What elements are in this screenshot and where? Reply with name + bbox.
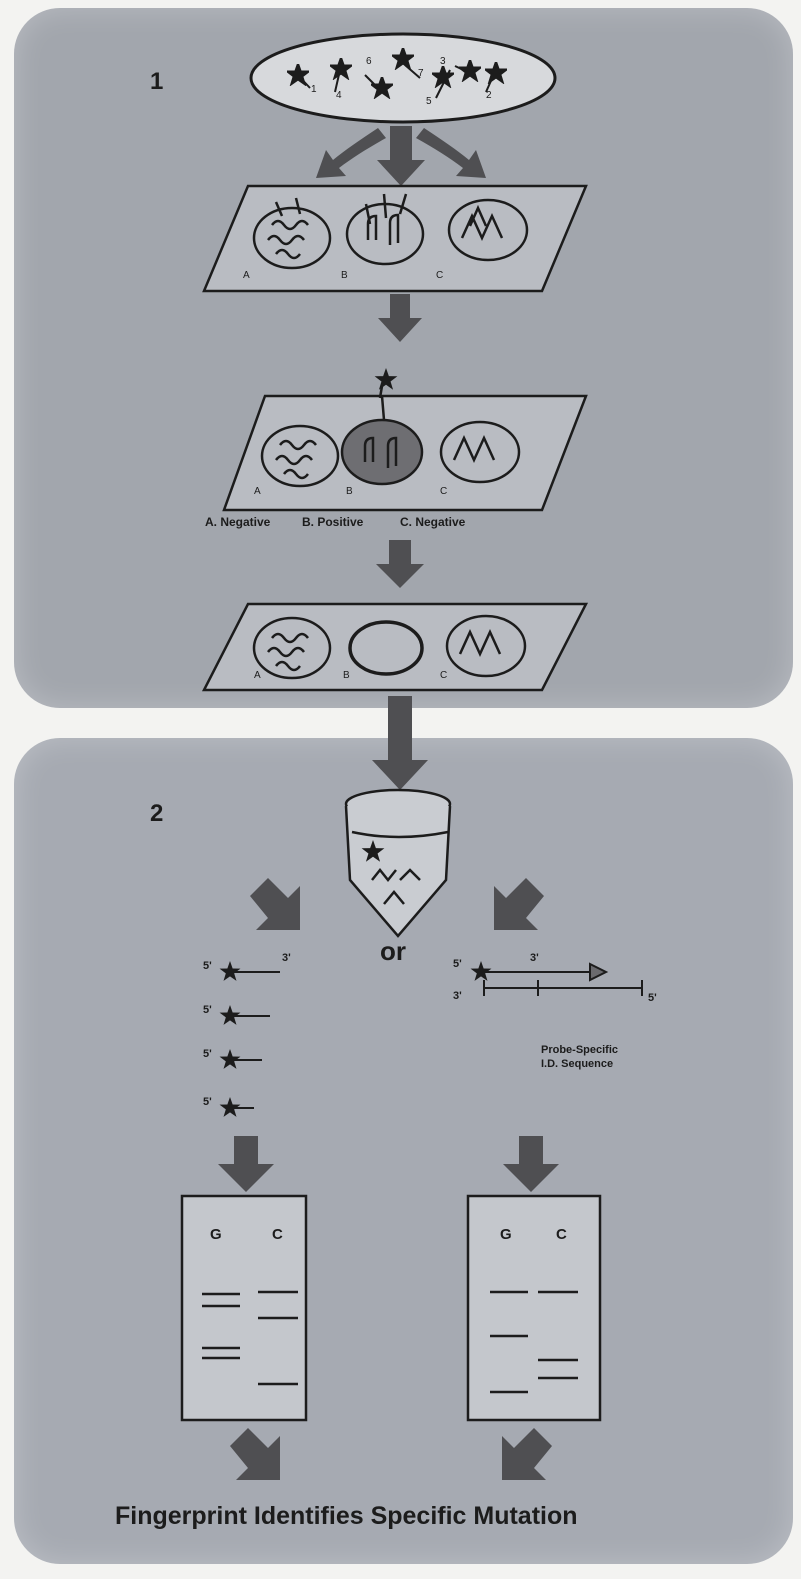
probe-number: 4: [336, 90, 342, 101]
split-arrow: [316, 126, 486, 186]
step-1-number: 1: [150, 68, 164, 95]
five-prime-label: 5': [453, 958, 462, 970]
gel-left-lane-c: C: [272, 1226, 283, 1243]
five-prime-label: 5': [203, 1004, 212, 1016]
gel-right-lane-c: C: [556, 1226, 567, 1243]
gel-left-lane-g: G: [210, 1226, 222, 1243]
slide-3: [201, 602, 589, 692]
arrow-to-tube: [372, 696, 428, 790]
arrow-down-2: [376, 540, 424, 588]
step-1-panel: [14, 8, 793, 708]
slide-1: [202, 184, 588, 293]
branch-arrows: [250, 878, 544, 930]
result-c: C. Negative: [400, 515, 466, 529]
conclusion-arrows: [230, 1428, 552, 1480]
probe-number: 1: [311, 84, 317, 95]
positive-spot: [340, 418, 424, 486]
slide-1-label-a: A: [243, 270, 250, 281]
probe-number: 5: [426, 96, 432, 107]
probe-number: 6: [366, 56, 372, 67]
probe-stars: [287, 48, 507, 99]
id-sequence-label: I.D. Sequence: [541, 1058, 614, 1070]
slide-3-label-b: B: [343, 670, 350, 681]
three-prime-label: 3': [453, 990, 462, 1002]
id-sequence-diagram: [483, 962, 643, 996]
result-b: B. Positive: [302, 515, 364, 529]
slide-3-label-a: A: [254, 670, 261, 681]
five-prime-label: 5': [203, 1048, 212, 1060]
primer-strands-left: [233, 971, 280, 1109]
probe-number: 2: [486, 90, 492, 101]
slide-2-label-b: B: [346, 486, 353, 497]
slide-3-label-c: C: [440, 670, 448, 681]
probe-number: 7: [418, 68, 424, 79]
five-prime-label: 5': [648, 992, 657, 1004]
probe-specific-label: Probe-Specific: [541, 1044, 619, 1056]
three-prime-label: 3': [282, 952, 291, 964]
probe-dish: [249, 32, 557, 124]
arrow-to-gel-left: [218, 1136, 274, 1192]
probe-number: 3: [440, 56, 446, 67]
slide-1-label-b: B: [341, 270, 348, 281]
slide-2-label-a: A: [254, 486, 261, 497]
five-prime-label: 5': [203, 960, 212, 972]
result-a: A. Negative: [205, 515, 271, 529]
three-prime-label: 3': [530, 952, 539, 964]
gel-right-lane-g: G: [500, 1226, 512, 1243]
slide-2-label-c: C: [440, 486, 448, 497]
arrow-to-gel-right: [503, 1136, 559, 1192]
step-2-number: 2: [150, 800, 164, 827]
gel-right: [466, 1194, 602, 1422]
slide-1-label-c: C: [436, 270, 444, 281]
five-prime-label: 5': [203, 1096, 212, 1108]
bound-probe-star: [374, 368, 398, 390]
test-tube: [344, 788, 452, 938]
gel-left: [180, 1194, 308, 1422]
arrow-down-1: [378, 294, 422, 342]
conclusion-text: Fingerprint Identifies Specific Mutation: [115, 1502, 578, 1530]
or-label: or: [380, 936, 406, 966]
